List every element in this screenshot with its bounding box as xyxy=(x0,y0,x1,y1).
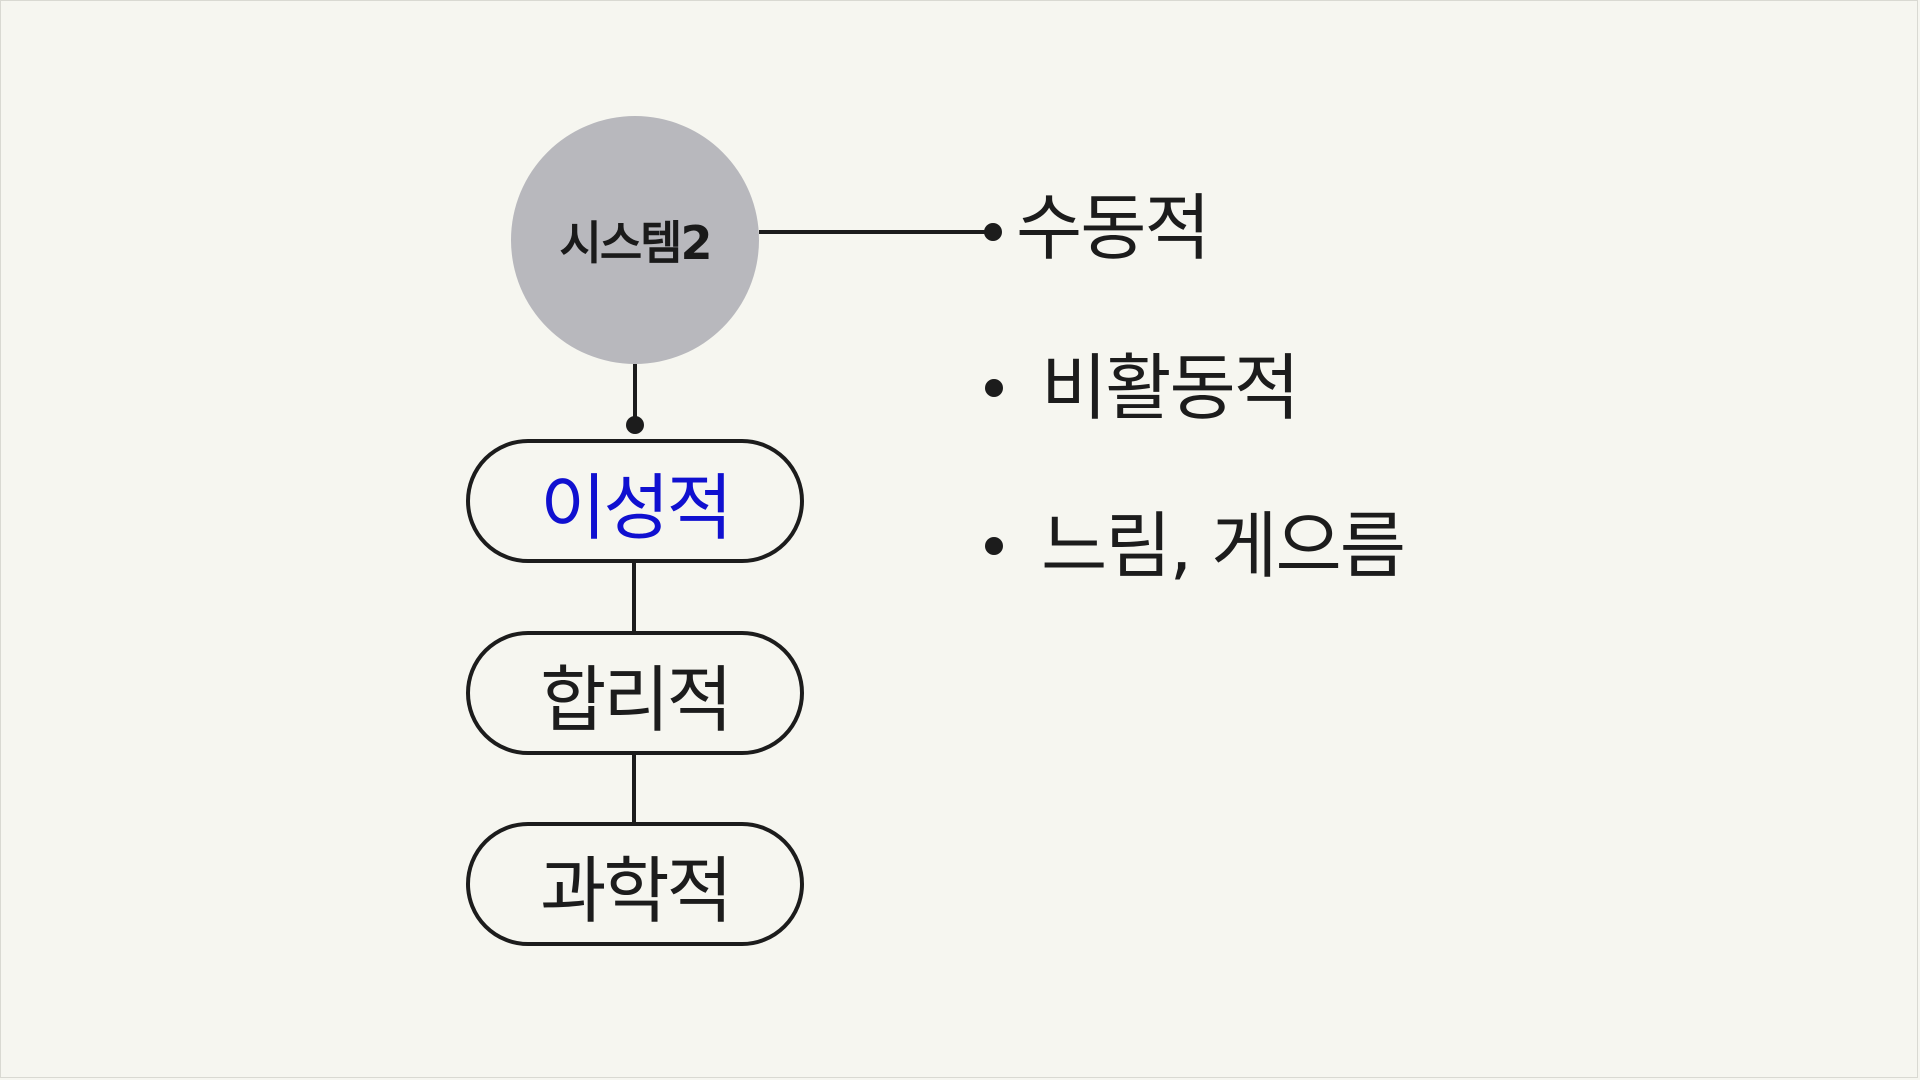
connector-dot-side-label xyxy=(984,223,1002,241)
chain-node-label: 이성적 xyxy=(540,465,733,550)
bullet-item-slow-lazy: 느림, 게으름 xyxy=(985,504,1406,588)
chain-node-label: 합리적 xyxy=(540,657,733,742)
side-label-passive: 수동적 xyxy=(1016,186,1211,270)
bullet-dot xyxy=(985,379,1003,397)
bullet-text: 비활동적 xyxy=(1041,346,1300,430)
root-node-label: 시스템2 xyxy=(559,216,713,270)
chain-node-reasonable: 합리적 xyxy=(466,631,804,755)
chain-node-scientific: 과학적 xyxy=(466,822,804,946)
bullet-item-inactive: 비활동적 xyxy=(985,346,1300,430)
root-node-system2: 시스템2 xyxy=(511,116,759,364)
chain-node-rational: 이성적 xyxy=(466,439,804,563)
bullet-dot xyxy=(985,537,1003,555)
chain-node-label: 과학적 xyxy=(540,848,733,933)
bullet-text: 느림, 게으름 xyxy=(1041,504,1406,588)
connector-dot-chain-top xyxy=(626,416,644,434)
